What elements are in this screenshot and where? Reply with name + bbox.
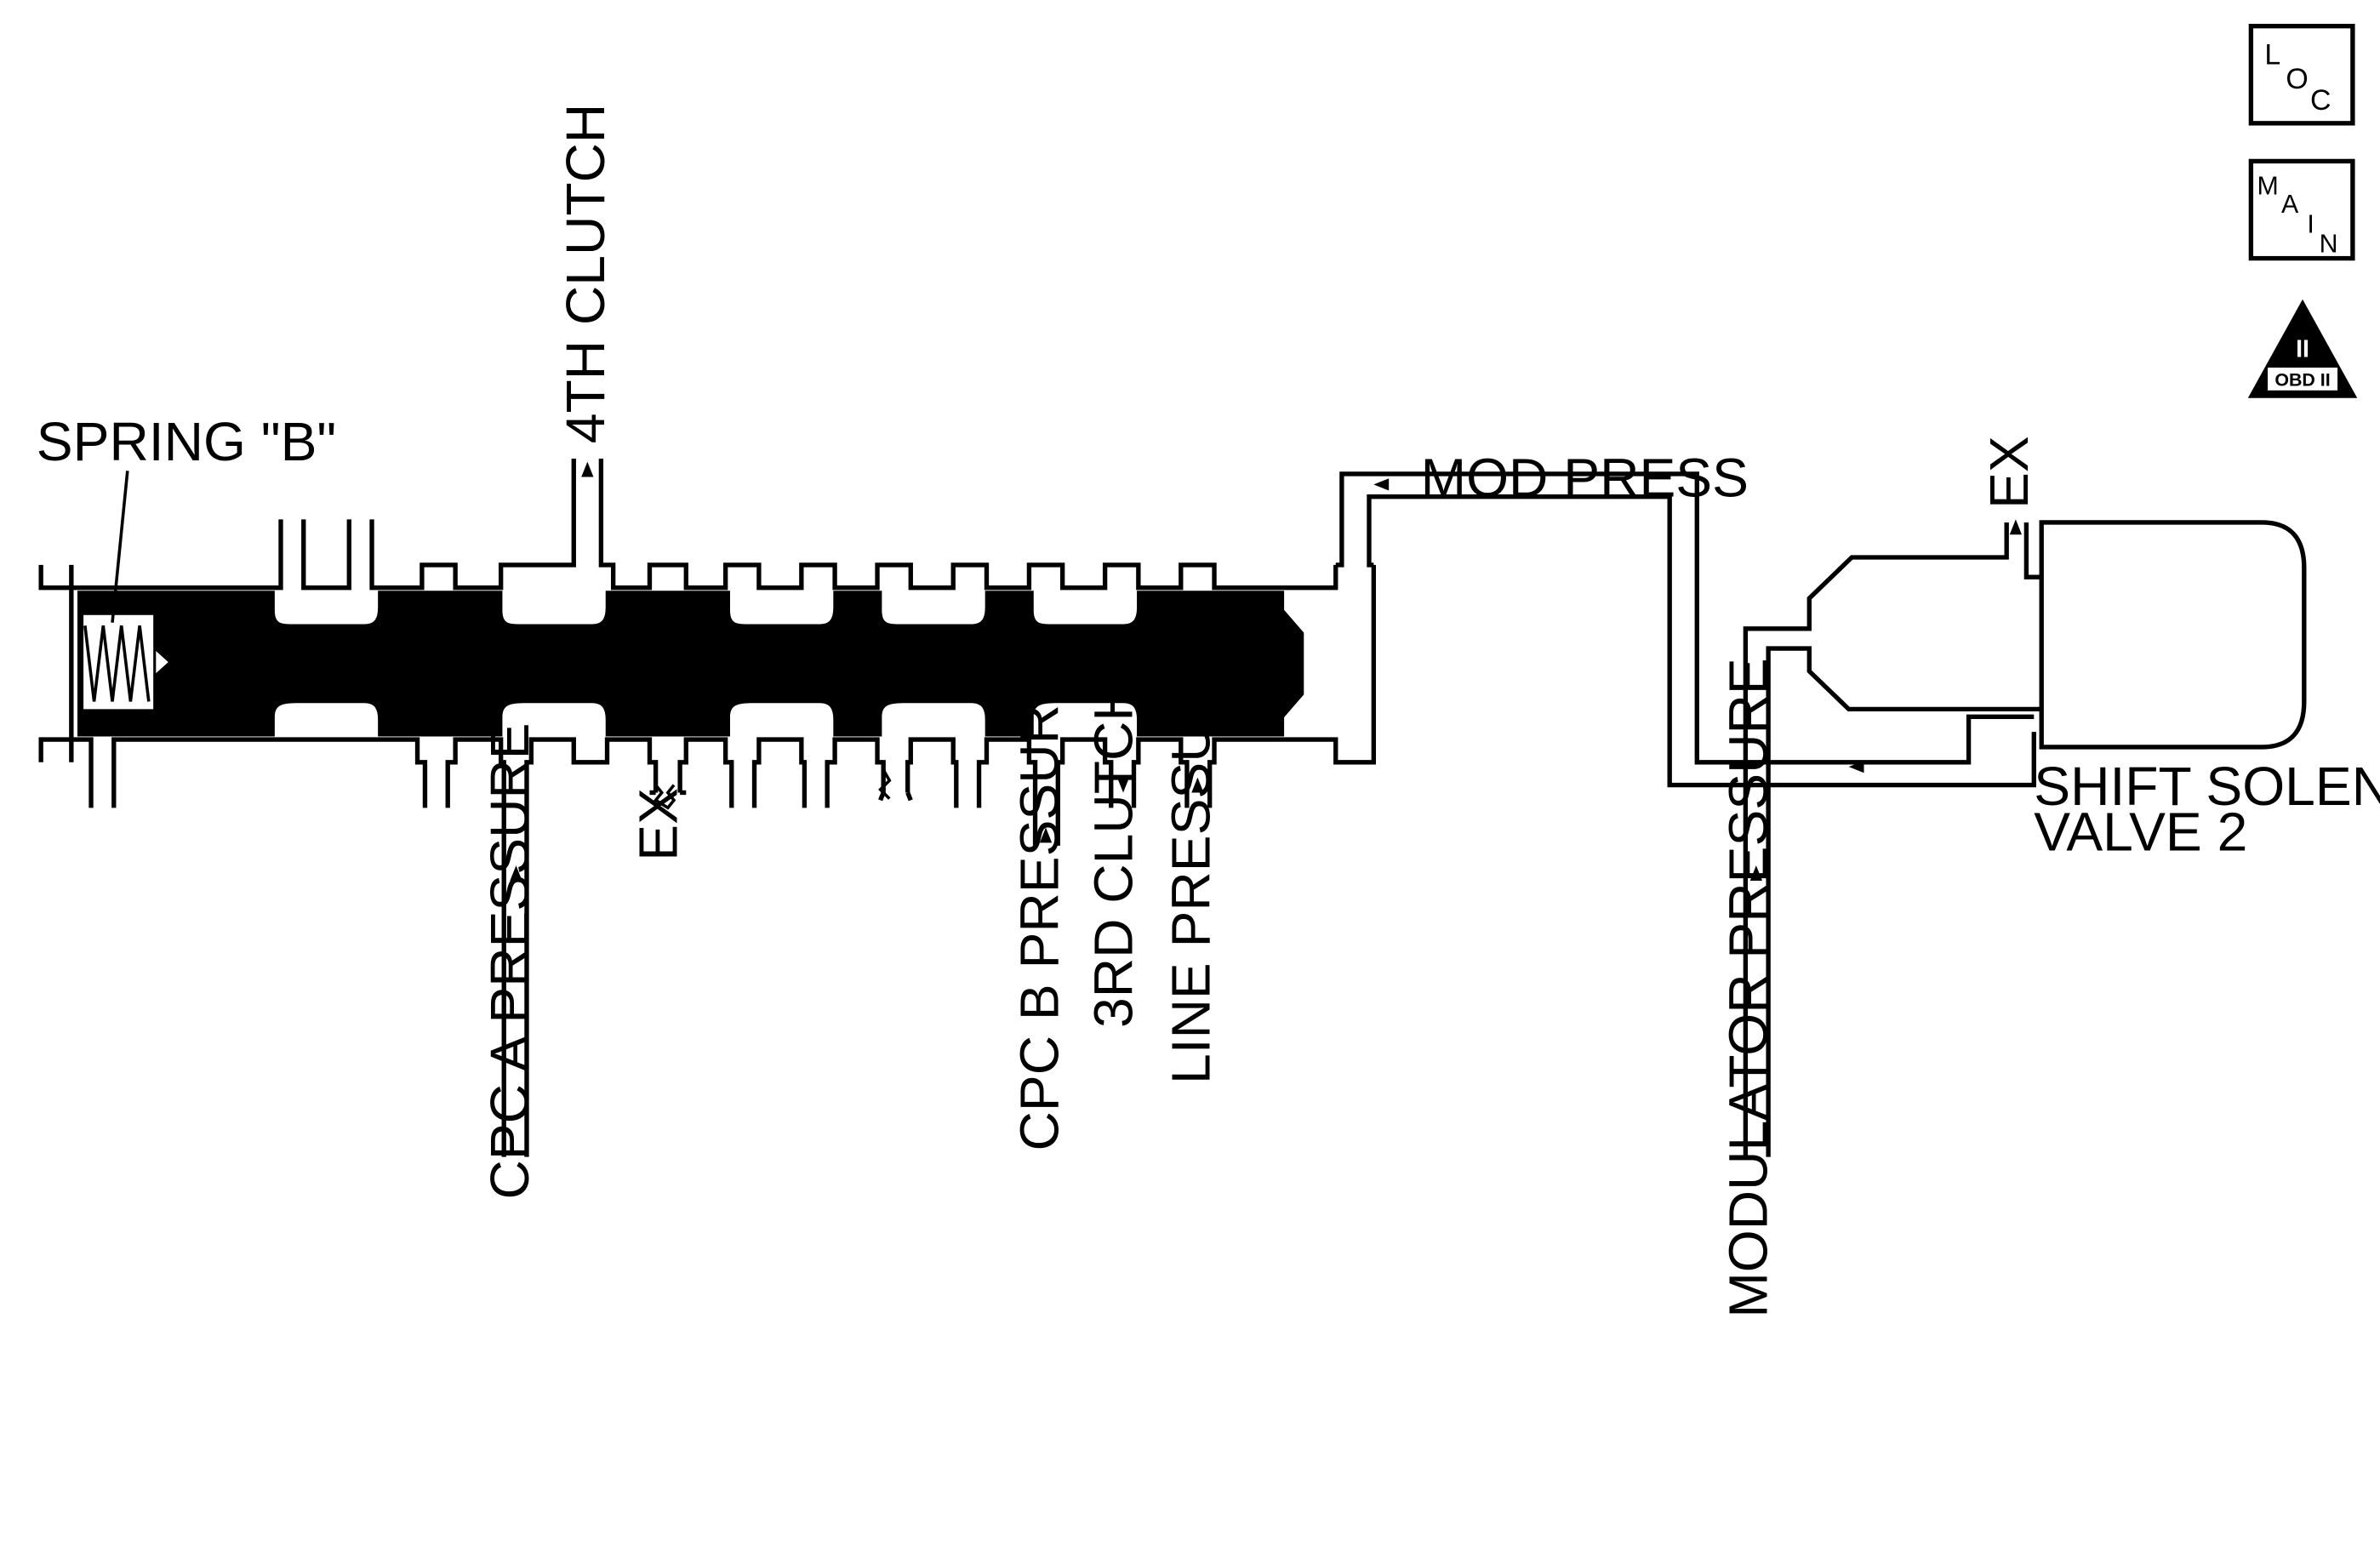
main-n: N <box>2320 230 2338 258</box>
arrow-solenoid-return <box>1848 761 1864 773</box>
arrow-3rd-clutch <box>1116 777 1130 793</box>
label-cpc-b-pressure: CPC B PRESSURE <box>1008 668 1070 1150</box>
arrow-cpc-b <box>1039 827 1053 843</box>
main-i: I <box>2307 210 2314 238</box>
arrow-line-pressure <box>1191 777 1204 793</box>
loc-o: O <box>2286 63 2308 95</box>
loc-button[interactable]: L O C <box>2248 23 2355 126</box>
arrow-modulator <box>1749 865 1762 881</box>
label-3rd-clutch: 3RD CLUTCH <box>1083 682 1144 1028</box>
main-m: M <box>2257 173 2279 201</box>
label-modulator-pressure: MODULATOR PRESSURE <box>1717 658 1778 1317</box>
arrow-4th-clutch <box>581 461 594 477</box>
main-button[interactable]: M A I N <box>2248 158 2355 261</box>
main-a: A <box>2281 191 2299 219</box>
label-shift-solenoid-line1: SHIFT SOLENOID <box>2034 756 2380 817</box>
label-4th-clutch: 4TH CLUTCH <box>555 104 616 444</box>
spool <box>77 591 1304 737</box>
arrow-cpc-a <box>510 865 522 881</box>
loc-c: C <box>2310 84 2331 117</box>
shift-solenoid-valve-2 <box>1743 520 2307 1157</box>
flow-arrows <box>510 461 2023 881</box>
obd-ii-button[interactable]: II OBD II <box>2247 299 2358 398</box>
arrow-mod-press <box>1373 478 1390 491</box>
label-shift-solenoid-line2: VALVE 2 <box>2034 801 2247 862</box>
arrow-solenoid-ex <box>2009 519 2023 535</box>
label-ex-bottom: EX <box>628 788 689 861</box>
shift-valve-body <box>38 459 2036 1157</box>
label-shift-solenoid: SHIFT SOLENOID VALVE 2 <box>2034 756 2380 863</box>
arrow-ex-solenoid-zigzag <box>878 768 892 800</box>
loc-l: L <box>2264 38 2280 71</box>
obd-ii-text: OBD II <box>2274 369 2330 390</box>
spring-b <box>80 471 172 712</box>
label-line-pressure: LINE PRESSURE <box>1161 647 1222 1084</box>
label-mod-press: MOD PRESS <box>1421 448 1749 509</box>
obd-ii-numeral: II <box>2296 336 2309 363</box>
label-spring-b: SPRING "B" <box>37 411 336 472</box>
label-ex-solenoid: EX <box>1978 436 2040 509</box>
label-cpc-a-pressure: CPC A PRESSURE <box>479 722 540 1199</box>
arrow-ex-bottom <box>653 784 676 810</box>
